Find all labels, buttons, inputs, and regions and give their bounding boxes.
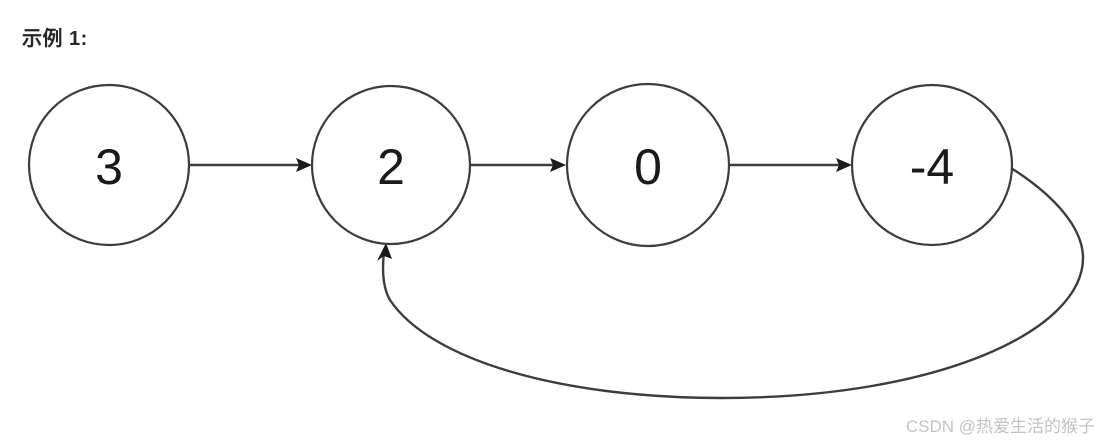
node-0-label: 0: [634, 139, 662, 195]
node-2-circle: [310, 84, 472, 246]
edge-m4-to-2: [377, 166, 1085, 400]
edge-m4-to-2-arrowhead: [377, 243, 392, 261]
node-minus-4-circle: [850, 83, 1014, 247]
node-0: 0: [565, 82, 731, 248]
edge-2-to-0-arrowhead: [550, 158, 566, 172]
edge-2-to-0: [470, 158, 566, 172]
edge-m4-to-2-curve: [381, 166, 1085, 400]
edge-0-to-m4: [729, 158, 852, 172]
node-3: 3: [27, 83, 191, 247]
node-2-label: 2: [377, 139, 405, 195]
node-minus-4: -4: [850, 83, 1014, 247]
node-3-circle: [27, 83, 191, 247]
edge-0-to-m4-arrowhead: [836, 158, 852, 172]
edge-3-to-2-arrowhead: [296, 158, 312, 172]
example-caption: 示例 1:: [22, 28, 88, 50]
node-3-label: 3: [95, 139, 123, 195]
csdn-watermark: CSDN @热爱生活的猴子: [905, 417, 1095, 436]
edge-3-to-2: [189, 158, 312, 172]
node-2: 2: [310, 84, 472, 246]
node-minus-4-label: -4: [910, 139, 954, 195]
node-0-circle: [565, 82, 731, 248]
